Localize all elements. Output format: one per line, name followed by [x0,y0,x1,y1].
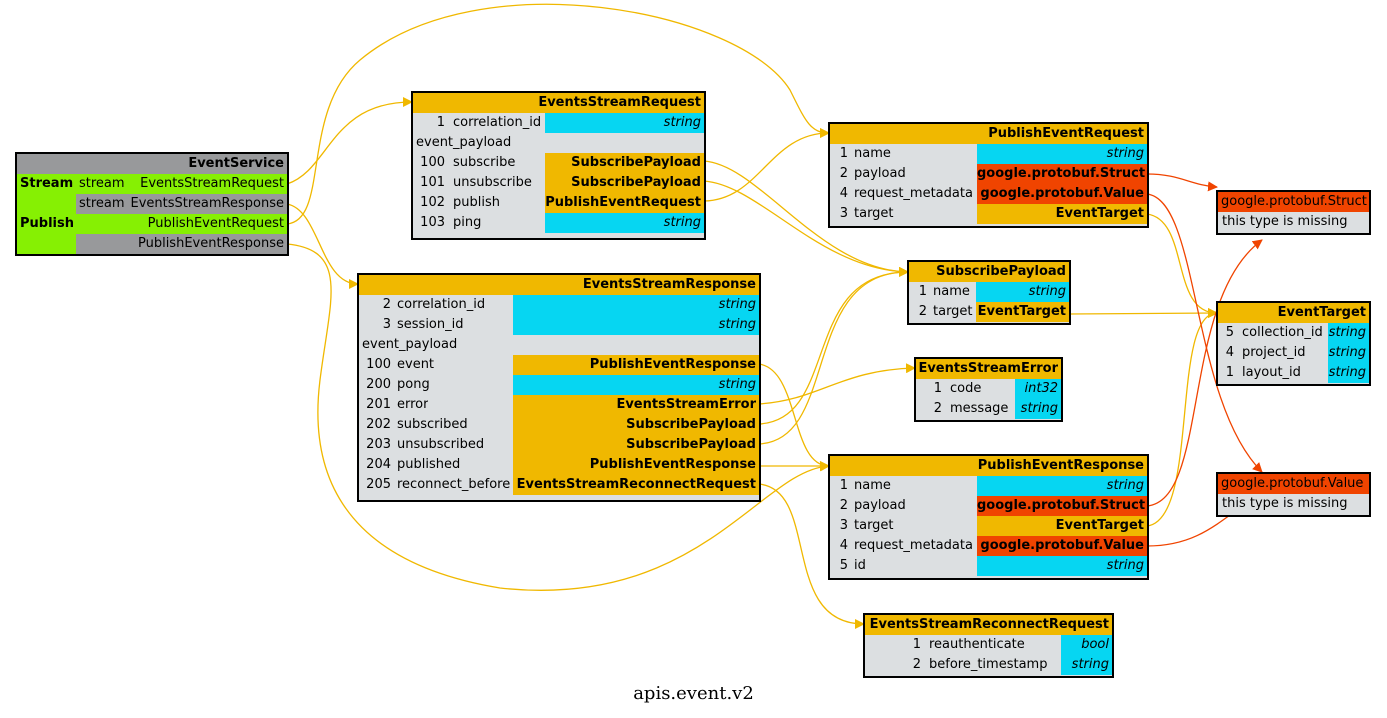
diagram-caption: apis.event.v2 [633,683,754,704]
event-service-title: EventService [17,154,287,174]
rpc-row[interactable]: stream EventsStreamResponse [76,194,287,214]
node-subscribe-payload[interactable]: SubscribePayload 1 name string 2 target … [907,260,1071,325]
publish-event-response-title: PublishEventResponse [830,456,1147,476]
field-row[interactable]: 200 pong string [359,375,759,395]
edge-req-unsubscribe [703,180,909,277]
events-stream-error-title: EventsStreamError [916,359,1061,379]
field-row[interactable]: 3 target EventTarget [830,204,1147,224]
missing-type-note: this type is missing [1222,496,1348,511]
node-events-stream-response[interactable]: EventsStreamResponse 2 correlation_id st… [357,273,761,502]
field-row[interactable]: 2 before_timestamp string [865,655,1112,675]
node-publish-event-request[interactable]: PublishEventRequest 1 name string 2 payl… [828,122,1149,228]
field-row[interactable]: 2 payload google.protobuf.Struct [830,496,1147,516]
field-row[interactable]: 4 request_metadata google.protobuf.Value [830,184,1147,204]
field-row[interactable]: 3 target EventTarget [830,516,1147,536]
google-value-title: google.protobuf.Value [1218,474,1369,494]
node-events-stream-request[interactable]: EventsStreamRequest 1 correlation_id str… [411,91,706,240]
group-stream-label: Stream [20,176,74,191]
field-row[interactable]: 1 name string [830,144,1147,164]
field-row[interactable]: 2 target EventTarget [909,302,1069,322]
oneof-row: event_payload [362,337,458,352]
node-google-protobuf-value[interactable]: google.protobuf.Value this type is missi… [1216,472,1371,517]
edge-sub-target [1068,308,1218,319]
field-row[interactable]: 1 name string [909,282,1069,302]
field-row[interactable]: 205 reconnect_before EventsStreamReconne… [359,475,759,495]
edge-resp-event [758,363,830,471]
node-events-stream-error[interactable]: EventsStreamError 1 code int32 2 message… [914,357,1063,422]
event-target-title: EventTarget [1218,303,1369,323]
rpc-row[interactable]: stream EventsStreamRequest [79,176,284,191]
field-row[interactable]: 101 unsubscribe SubscribePayload [413,173,704,193]
edge-req-subscribe [703,160,909,277]
node-event-service[interactable]: EventService Stream Publish stream Event… [15,152,289,256]
field-row[interactable]: 4 request_metadata google.protobuf.Value [830,536,1147,556]
field-row[interactable]: 1 reauthenticate bool [865,635,1112,655]
subscribe-payload-title: SubscribePayload [909,262,1069,282]
edge-pubresp-struct [1146,239,1263,507]
edge-req-publish [703,128,830,202]
field-row[interactable]: 1 code int32 [916,379,1061,399]
edge-service-publish-request [286,3,830,225]
edge-pubreq-struct [1146,173,1218,192]
edge-service-publish-response [286,243,830,591]
events-stream-reconnect-request-title: EventsStreamReconnectRequest [865,615,1112,635]
google-struct-title: google.protobuf.Struct [1218,192,1369,212]
field-row[interactable]: 203 unsubscribed SubscribePayload [359,435,759,455]
field-row[interactable]: 102 publish PublishEventRequest [413,193,704,213]
edge-pubreq-target [1146,213,1218,318]
edge-resp-unsubscribed [758,267,909,445]
edge-resp-reconnect [758,483,865,629]
field-row[interactable]: 1 layout_id string [1218,363,1369,383]
edge-resp-error [758,363,916,405]
events-stream-response-title: EventsStreamResponse [359,275,759,295]
node-publish-event-response[interactable]: PublishEventResponse 1 name string 2 pay… [828,454,1149,580]
rpc-row[interactable]: PublishEventRequest [147,216,284,231]
field-row[interactable]: 3 session_id string [359,315,759,335]
publish-event-request-title: PublishEventRequest [830,124,1147,144]
field-row[interactable]: 2 payload google.protobuf.Struct [830,164,1147,184]
group-publish-label: Publish [20,216,74,231]
field-row[interactable]: 202 subscribed SubscribePayload [359,415,759,435]
field-row[interactable]: 204 published PublishEventResponse [359,455,759,475]
field-row[interactable]: 2 correlation_id string [359,295,759,315]
edge-pubreq-value [1146,193,1263,473]
field-row[interactable]: 4 project_id string [1218,343,1369,363]
node-event-target[interactable]: EventTarget 5 collection_id string 4 pro… [1216,301,1371,386]
oneof-row: event_payload [416,135,512,150]
field-row[interactable]: 5 id string [830,556,1147,576]
field-row[interactable]: 201 error EventsStreamError [359,395,759,415]
field-row[interactable]: 100 subscribe SubscribePayload [413,153,704,173]
edge-service-stream-response [286,203,359,289]
field-row[interactable]: 5 collection_id string [1218,323,1369,343]
rpc-row[interactable]: PublishEventResponse [76,234,287,254]
events-stream-request-title: EventsStreamRequest [413,93,704,113]
field-row[interactable]: 1 name string [830,476,1147,496]
node-events-stream-reconnect-request[interactable]: EventsStreamReconnectRequest 1 reauthent… [863,613,1114,678]
node-google-protobuf-struct[interactable]: google.protobuf.Struct this type is miss… [1216,190,1371,235]
field-row[interactable]: 2 message string [916,399,1061,419]
missing-type-note: this type is missing [1222,214,1348,229]
edge-service-stream-request [286,97,413,185]
field-row[interactable]: 103 ping string [413,213,704,233]
edge-pubresp-target [1146,308,1218,527]
field-row[interactable]: 1 correlation_id string [413,113,704,133]
field-row[interactable]: 100 event PublishEventResponse [359,355,759,375]
